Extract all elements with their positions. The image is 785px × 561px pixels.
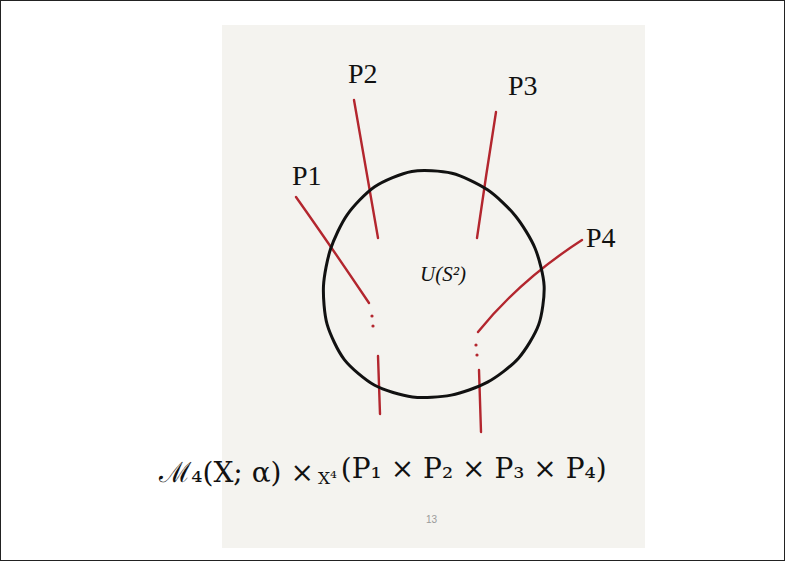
strand-label: P1 [292,160,322,192]
page-number: 13 [426,514,437,525]
strand-line [478,240,582,332]
formula-subscript: X⁴ [318,468,337,488]
strand-line [354,100,378,238]
strand-label: P3 [508,70,538,102]
strand-line [479,370,481,432]
dot [370,314,373,317]
strand-line [477,112,496,238]
formula-part: (P₁ × P₂ × P₃ × P₄) [341,452,607,485]
dot [475,353,478,356]
formula-part: ℳ₄(X; α) × [159,452,314,490]
circle-region: U(S²) [318,172,546,400]
dot [371,324,374,327]
strand-label: P4 [586,222,616,254]
strand-dots [370,314,478,356]
strand-line [378,356,380,414]
circle-path [323,171,544,398]
strand-label: P2 [348,58,378,90]
red-strands [296,100,582,432]
region-label: U(S²) [420,262,466,287]
circle-outline [318,172,546,400]
strand-line [296,197,369,303]
dot [474,343,477,346]
